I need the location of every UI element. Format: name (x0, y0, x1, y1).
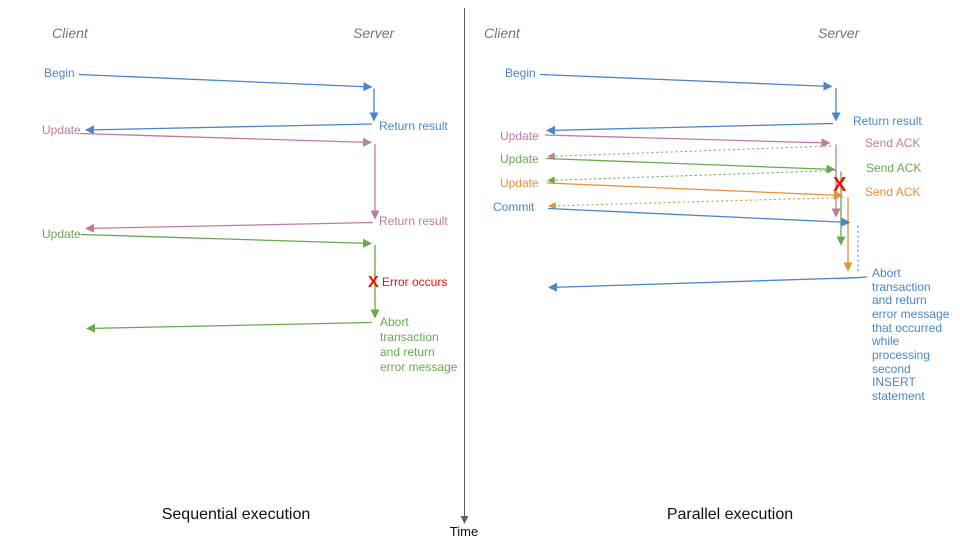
time-axis-label: Time (450, 524, 478, 539)
par-abort-line: error message (872, 307, 950, 321)
par-abort-line: transaction (872, 280, 931, 294)
par-begin-label: Begin (505, 66, 536, 80)
par-ack-1-label: Send ACK (865, 136, 920, 150)
seq-update-2-request-arrow (80, 233, 373, 248)
seq-abort-line: transaction (380, 330, 439, 344)
seq-abort-line: and return (380, 345, 435, 359)
sequential-diagram: Client Server Begin Return result Update… (42, 25, 458, 523)
par-abort-line: INSERT (872, 375, 916, 389)
seq-update-2-label: Update (42, 227, 81, 241)
time-axis: Time (450, 8, 478, 539)
par-abort-line: and return (872, 293, 927, 307)
par-abort-line: Abort (872, 266, 901, 280)
par-ack-3-label: Send ACK (865, 185, 920, 199)
par-update-2-request-arrow (545, 157, 836, 174)
par-update-2-label: Update (500, 152, 539, 166)
par-ack-3-arrow (548, 196, 844, 210)
par-abort-line: processing (872, 348, 930, 362)
par-return-result-label: Return result (853, 114, 922, 128)
par-abort-message: Abort transaction and return error messa… (871, 266, 953, 403)
seq-client-header: Client (52, 25, 89, 41)
parallel-diagram: Client Server Begin Return result Update… (484, 25, 953, 523)
seq-error-x-mark: X (368, 274, 379, 291)
seq-return-result-1-label: Return result (379, 119, 448, 133)
par-abort-line: second (872, 362, 911, 376)
seq-update-1-label: Update (42, 123, 81, 137)
seq-abort-message: Abort transaction and return error messa… (380, 315, 458, 374)
par-ack-2-label: Send ACK (866, 161, 921, 175)
seq-caption: Sequential execution (162, 506, 311, 523)
seq-error-occurs-label: Error occurs (382, 275, 447, 289)
par-update-1-label: Update (500, 129, 539, 143)
par-abort-line: while (871, 334, 900, 348)
seq-return-result-2-arrow (84, 221, 374, 233)
par-update-3-label: Update (500, 176, 539, 190)
seq-server-header: Server (353, 25, 396, 41)
seq-abort-line: Abort (380, 315, 409, 329)
seq-return-result-2-label: Return result (379, 214, 448, 228)
par-return-result-arrow (545, 122, 834, 135)
par-server-header: Server (818, 25, 861, 41)
par-client-header: Client (484, 25, 521, 41)
par-ack-2-arrow (547, 169, 837, 185)
par-ack-1-arrow (547, 145, 832, 161)
seq-abort-line: error message (380, 360, 458, 374)
par-commit-label: Commit (493, 200, 535, 214)
seq-begin-label: Begin (44, 66, 75, 80)
par-abort-return-arrow (547, 276, 863, 292)
par-update-1-request-arrow (544, 134, 831, 148)
par-caption: Parallel execution (667, 506, 793, 523)
par-error-x-mark: X (833, 174, 847, 196)
seq-update-1-request-arrow (79, 132, 373, 147)
seq-abort-return-arrow (85, 321, 373, 333)
seq-begin-request-arrow (78, 73, 373, 92)
par-abort-line: that occurred (872, 321, 942, 335)
par-commit-request-arrow (547, 207, 851, 227)
seq-return-result-1-arrow (84, 123, 373, 135)
par-abort-line: statement (872, 389, 925, 403)
par-update-3-request-arrow (546, 182, 844, 200)
par-begin-request-arrow (539, 73, 833, 91)
